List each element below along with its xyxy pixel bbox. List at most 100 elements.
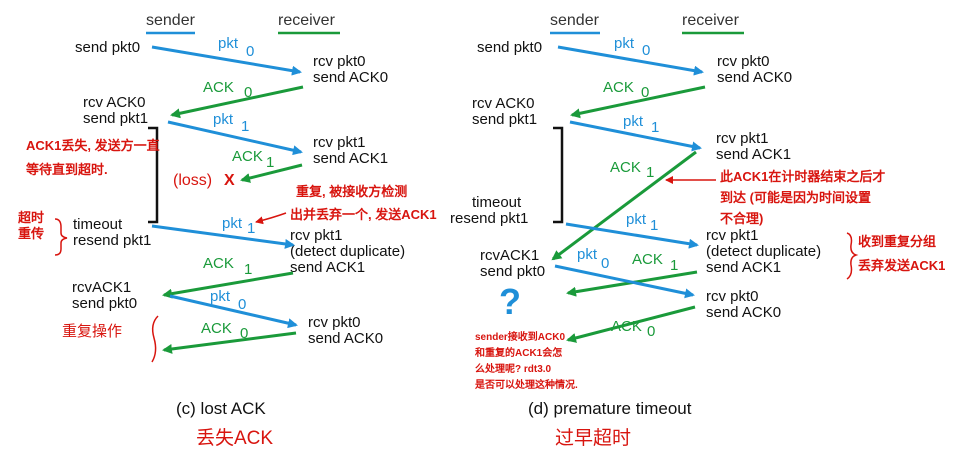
sender-event: timeout [472,194,522,211]
caption-cn: 过早超时 [555,427,631,449]
receiver-header: receiver [278,12,336,29]
ack-label: ACK [611,318,642,335]
note-timeout: 重传 [18,226,44,241]
pkt-label: pkt [614,35,635,52]
note-repeat: 重复操作 [62,322,122,340]
pkt0-arrow [169,294,298,329]
receiver-event: send ACK0 [313,69,388,86]
note-brace [54,218,68,256]
receiver-event: rcv pkt0 [717,53,770,70]
note-ack-arrival: 不合理) [720,211,763,226]
ack-seq: 0 [641,84,649,101]
pkt-label: pkt [623,113,644,130]
note-duplicate: 收到重复分组 [858,234,936,249]
sender-header: sender [550,12,600,29]
sender-event: send pkt1 [472,111,537,128]
ack-seq: 0 [647,323,655,340]
sender-header: sender [146,12,196,29]
ack1-late-arrow [551,150,697,261]
pkt0-arrow [557,45,704,76]
ack-seq: 1 [244,261,252,278]
receiver-event: send ACK1 [290,259,365,276]
loss-label: (loss) [173,172,212,189]
pkt-label: pkt [213,111,234,128]
pkt-seq: 1 [241,118,249,135]
ack-seq: 1 [670,257,678,274]
ack1-lost-arrow [240,163,303,183]
loss-x-mark: X [224,172,235,189]
note-ack-arrival: 此ACK1在计时器结束之后才 [720,169,885,184]
pkt-seq: 0 [246,43,254,60]
caption-cn: 丢失ACK [196,427,273,449]
sender-event: resend pkt1 [73,232,151,249]
receiver-event: send ACK0 [706,304,781,321]
receiver-event: rcv pkt1 [313,134,366,151]
caption: (d) premature timeout [528,399,692,418]
receiver-header: receiver [682,12,740,29]
timer-bracket [148,126,159,224]
caption: (c) lost ACK [176,399,266,418]
note-question: sender接收到ACK0 [475,330,565,343]
panel-lost-ack: sender receiver send pkt0 rcv pkt0 send … [18,12,437,449]
pkt-label: pkt [626,211,647,228]
pkt-label: pkt [210,288,231,305]
ack0-arrow [570,85,706,119]
ack1-arrow [162,271,294,299]
sender-event: rcvACK1 [480,247,539,264]
panel-premature-timeout: sender receiver send pkt0 rcv pkt0 send … [450,12,945,449]
ack-label: ACK [603,79,634,96]
pkt1-arrow [167,120,303,156]
ack-seq: 1 [646,164,654,181]
sender-event: timeout [73,216,123,233]
receiver-event: rcv pkt1 [716,130,769,147]
question-mark: ? [499,281,521,322]
ack0-arrow [162,331,297,354]
sender-event: send pkt0 [75,39,140,56]
note-brace [846,232,859,280]
sender-event: rcv ACK0 [83,94,146,111]
pkt-seq: 0 [642,42,650,59]
note-duplicate: 出并丢弃一个, 发送ACK1 [290,207,437,222]
ack0-arrow [170,85,304,119]
pkt0-arrow [554,264,695,299]
receiver-event: rcv pkt0 [313,53,366,70]
note-pointer [255,212,287,225]
note-ack-lost: 等待直到超时. [25,162,108,177]
note-ack-arrival: 到达 (可能是因为时间设置 [720,190,871,205]
receiver-event: rcv pkt1 [290,227,343,244]
sender-event: rcvACK1 [72,279,131,296]
sender-event: send pkt0 [480,263,545,280]
pkt-seq: 1 [651,119,659,136]
pkt-seq: 0 [601,255,609,272]
ack-label: ACK [201,320,232,337]
note-question: 是否可以处理这种情况. [474,378,578,391]
ack-seq: 0 [240,325,248,342]
receiver-event: rcv pkt1 [706,227,759,244]
ack-label: ACK [632,251,663,268]
receiver-event: send ACK0 [717,69,792,86]
sender-event: rcv ACK0 [472,95,535,112]
sender-event: resend pkt1 [450,210,528,227]
ack-label: ACK [203,255,234,272]
note-repeat-brace [151,315,159,363]
receiver-event: send ACK1 [706,259,781,276]
pkt-seq: 1 [247,220,255,237]
sender-event: send pkt0 [72,295,137,312]
receiver-event: send ACK0 [308,330,383,347]
note-ack-lost: ACK1丢失, 发送方一直 [26,138,160,153]
ack-label: ACK [232,148,263,165]
pkt1-resend-arrow [565,222,699,249]
ack0-arrow [566,305,696,343]
ack-label: ACK [610,159,641,176]
pkt-label: pkt [577,246,598,263]
receiver-event: rcv pkt0 [706,288,759,305]
receiver-event: (detect duplicate) [290,243,405,260]
pkt1-arrow [569,120,702,152]
pkt-label: pkt [222,215,243,232]
receiver-event: send ACK1 [716,146,791,163]
ack-seq: 1 [266,154,274,171]
pkt-label: pkt [218,35,239,52]
pkt1-resend-arrow [151,224,295,249]
ack-seq: 0 [244,84,252,101]
